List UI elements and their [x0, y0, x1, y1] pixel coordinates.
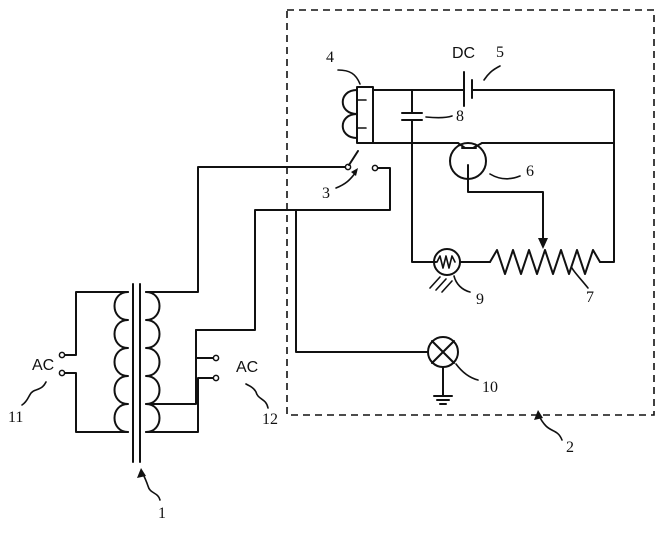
lamp-pointer: [455, 363, 479, 381]
label-5: 5: [496, 44, 504, 61]
label-ac-right: AC: [236, 359, 258, 376]
dc-pointer: [483, 65, 501, 81]
photoresistor: [429, 248, 491, 293]
switch-contact-right: [371, 164, 379, 172]
label-1: 1: [158, 505, 166, 522]
transistor: [372, 142, 615, 249]
photo-arrow-1: [429, 276, 441, 289]
photo-arrow-3: [441, 280, 453, 293]
primary-lead-top: [63, 291, 129, 356]
relay-coil: [341, 89, 358, 139]
ac-out-terminal-top: [212, 354, 220, 362]
wiper-arrow: [538, 238, 548, 249]
label-3: 3: [322, 185, 330, 202]
photo-pointer: [453, 275, 471, 293]
cap-pointer: [425, 115, 453, 119]
wire-switch-to-lamp: [295, 209, 429, 353]
switch-blade: [348, 150, 359, 166]
label-2: 2: [566, 439, 574, 456]
label-9: 9: [476, 291, 484, 308]
dc-wire-right: [472, 89, 615, 263]
label-4: 4: [326, 49, 334, 66]
label-10: 10: [482, 379, 498, 396]
pot-pointer: [571, 267, 589, 289]
switch-pointer: [335, 171, 357, 189]
label-dc: DC: [452, 45, 475, 62]
relay-pointer: [337, 69, 361, 85]
ac-in-terminal-bottom: [58, 369, 66, 377]
cap-lead-bottom: [411, 120, 437, 263]
label-12: 12: [262, 411, 278, 428]
transformer-1-arrow: [137, 468, 146, 478]
ac-in-terminal-top: [58, 351, 66, 359]
primary-coil: [113, 291, 129, 433]
transistor-base-wire: [467, 164, 544, 243]
tap-to-switch-return: [195, 167, 391, 331]
dc-source: [372, 65, 615, 263]
secondary-coil: [145, 291, 161, 433]
lamp: [427, 336, 479, 405]
secondary-lead-bottom: [145, 377, 215, 433]
transistor-pointer: [489, 173, 521, 180]
photoresistor-element: [436, 255, 456, 269]
relay-core: [356, 86, 374, 144]
ac-out-12-pointer: [245, 383, 269, 409]
transformer: [58, 166, 391, 463]
label-7: 7: [586, 289, 594, 306]
photo-arrow-2: [435, 278, 447, 291]
label-8: 8: [456, 108, 464, 125]
switch-pointer-arrow: [351, 168, 358, 176]
label-ac-left: AC: [32, 357, 54, 374]
label-6: 6: [526, 163, 534, 180]
lamp-cross-2: [431, 340, 455, 364]
control-unit-boundary: [286, 9, 655, 416]
secondary-lead-mid: [145, 329, 215, 405]
potentiometer-resistor: [489, 249, 601, 275]
transistor-lead-a: [457, 142, 466, 149]
unit-2-arrow: [534, 410, 543, 420]
ac-out-terminal-bottom: [212, 374, 220, 382]
transistor-lead-b: [472, 142, 483, 149]
relay-switch: [335, 150, 379, 189]
ac-in-11-pointer: [21, 381, 47, 406]
capacitor: [401, 89, 453, 263]
potentiometer: [489, 249, 601, 289]
secondary-lead-top: [145, 166, 346, 293]
label-11: 11: [8, 409, 23, 426]
primary-lead-bottom: [63, 372, 129, 433]
relay: [337, 69, 374, 144]
